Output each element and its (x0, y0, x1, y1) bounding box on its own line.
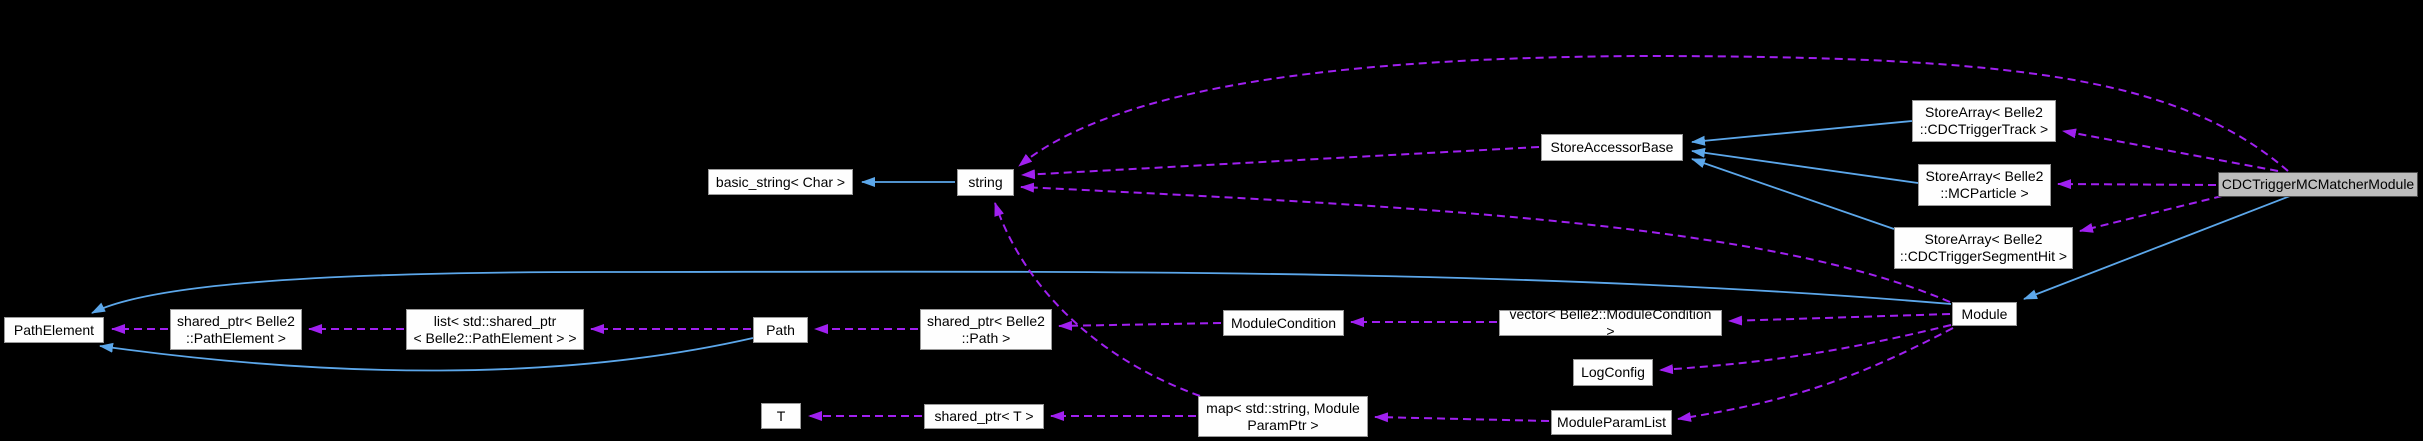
node-sharedptr-t[interactable]: shared_ptr< T > (924, 404, 1044, 429)
edge-storearray-mcparticle-to-storeaccessorbase (1691, 147, 1919, 184)
node-map-moduleparamptr[interactable]: map< std::string, Module ParamPtr > (1198, 396, 1368, 437)
node-storearray-mcparticle[interactable]: StoreArray< Belle2 ::MCParticle > (1918, 164, 2051, 206)
edge-module-to-moduleparamlist (1677, 327, 1954, 422)
node-cdctriggermcmatchermodule[interactable]: CDCTriggerMCMatcherModule (2218, 172, 2418, 197)
edge-moduleparamlist-to-map (1374, 412, 1550, 423)
node-string[interactable]: string (957, 169, 1014, 196)
edge-cdctriggermcmatchermodule-to-module (2023, 195, 2291, 300)
node-module[interactable]: Module (1952, 302, 2017, 326)
node-sharedptr-pathelement[interactable]: shared_ptr< Belle2 ::PathElement > (170, 309, 302, 350)
edge-cdctriggermcmatchermodule-to-storearray-cdctriggersegmenthit (2079, 195, 2223, 233)
node-modulecondition[interactable]: ModuleCondition (1223, 310, 1344, 336)
node-list-sharedptr-pathelement[interactable]: list< std::shared_ptr < Belle2::PathElem… (406, 309, 584, 350)
edge-cdctriggermcmatchermodule-to-string (1018, 54, 2289, 172)
edge-module-to-pathelement (91, 270, 1952, 314)
edge-module-to-vector (1728, 313, 1951, 326)
edge-storearray-cdctriggertrack-to-storeaccessorbase (1691, 120, 1913, 146)
node-pathelement[interactable]: PathElement (4, 317, 104, 343)
node-path[interactable]: Path (753, 317, 808, 343)
edge-path-to-pathelement (99, 337, 754, 372)
node-basic-string[interactable]: basic_string< Char > (708, 169, 853, 195)
node-storeaccessorbase[interactable]: StoreAccessorBase (1541, 134, 1683, 161)
node-sharedptr-path[interactable]: shared_ptr< Belle2 ::Path > (920, 309, 1052, 350)
node-t[interactable]: T (761, 403, 801, 429)
edge-module-to-logconfig (1659, 324, 1952, 375)
edge-cdctriggermcmatchermodule-to-storearray-cdctriggertrack (2062, 128, 2279, 172)
node-storearray-cdctriggertrack[interactable]: StoreArray< Belle2 ::CDCTriggerTrack > (1912, 100, 2056, 142)
node-storearray-cdctriggersegmenthit[interactable]: StoreArray< Belle2 ::CDCTriggerSegmentHi… (1894, 227, 2073, 269)
node-logconfig[interactable]: LogConfig (1573, 359, 1653, 386)
edge-module-to-string (1020, 182, 1951, 303)
edge-storeaccessorbase-to-string (1021, 146, 1540, 180)
node-moduleparamlist[interactable]: ModuleParamList (1551, 410, 1672, 435)
edge-modulecondition-to-sharedptr-path (1058, 320, 1222, 331)
edge-map-to-string (994, 202, 1201, 397)
edge-storearray-cdctriggersegmenthit-to-storeaccessorbase (1691, 158, 1895, 230)
edge-cdctriggermcmatchermodule-to-storearray-mcparticle (2057, 179, 2217, 190)
node-vector-modulecondition[interactable]: vector< Belle2::ModuleCondition > (1499, 306, 1722, 339)
